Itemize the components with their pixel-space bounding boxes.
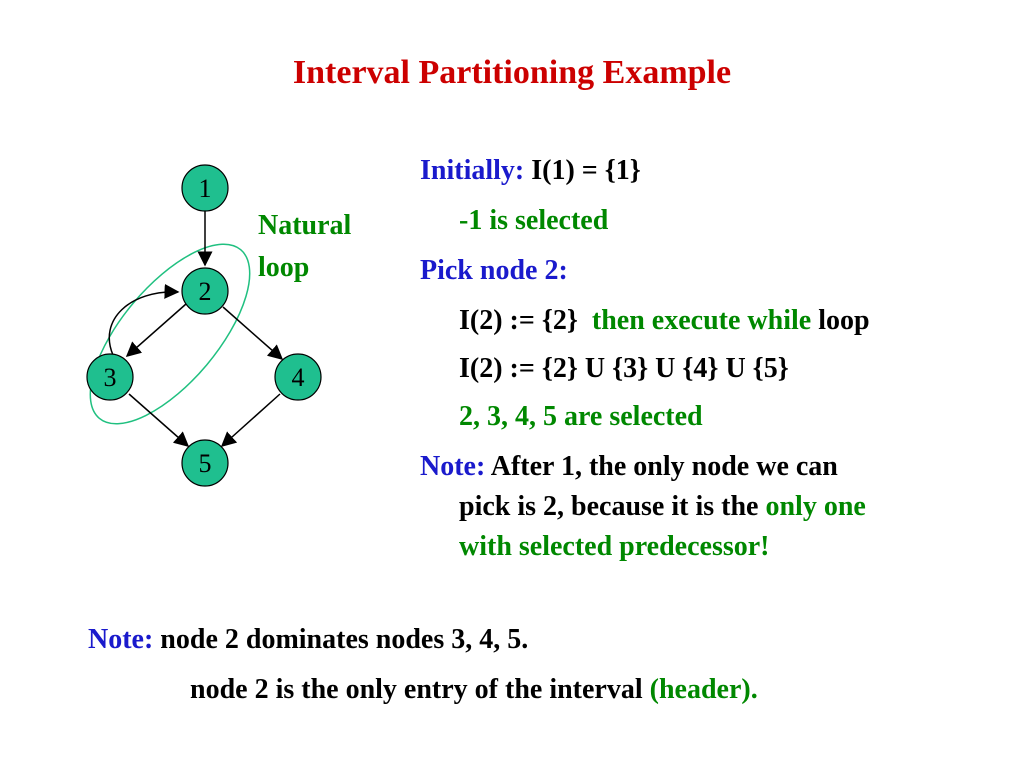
node-2: 2 (181, 267, 229, 315)
loop-label-line-2: loop (258, 252, 310, 283)
svg-text:3: 3 (104, 363, 117, 392)
node-3: 3 (86, 353, 134, 401)
line-selected-nodes: 2, 3, 4, 5 are selected (459, 401, 703, 432)
edge-3-5 (128, 393, 190, 447)
loop-label-line-1: Natural (258, 210, 352, 241)
node-4: 4 (274, 353, 322, 401)
loop-word: loop (811, 305, 870, 336)
line-note-2: pick is 2, because it is the only one (459, 491, 866, 523)
natural-loop-label: Natural loop (258, 205, 351, 289)
line-i2-assign: I(2) := {2} then execute while loop (459, 305, 870, 337)
line-bottom-note: Note: node 2 dominates nodes 3, 4, 5. (88, 624, 528, 656)
bottom-note-label: Note: (88, 624, 154, 655)
bottom-note-2-text: node 2 is the only entry of the interval (190, 674, 650, 705)
note-label-1: Note: (420, 451, 486, 482)
header-text: (header). (649, 674, 758, 705)
svg-text:1: 1 (199, 174, 212, 203)
line-bottom-note-2: node 2 is the only entry of the interval… (190, 674, 758, 706)
svg-text:2: 2 (199, 277, 212, 306)
slide-title: Interval Partitioning Example (292, 54, 732, 91)
node-5: 5 (181, 439, 229, 487)
natural-loop-outline (89, 243, 251, 425)
line-pick-node: Pick node 2: (420, 255, 568, 286)
note-2-text: pick is 2, because it is the (459, 491, 766, 522)
line-1-selected: -1 is selected (459, 205, 609, 236)
line-note-1: Note: After 1, the only node we can (420, 451, 838, 483)
edge-2-3 (125, 303, 187, 357)
i2-assign-text: I(2) := {2} (459, 305, 578, 336)
only-one-text: only one (765, 491, 866, 522)
initially-value: I(1) = {1} (524, 155, 641, 186)
svg-text:5: 5 (199, 449, 212, 478)
edge-4-5 (220, 393, 281, 448)
node-1: 1 (181, 164, 229, 212)
edge-2-4 (222, 306, 284, 360)
then-execute-text: then execute while (591, 305, 812, 336)
edge-3-2 (108, 283, 180, 356)
line-note-3: with selected predecessor! (459, 531, 770, 562)
initially-label: Initially: (420, 155, 525, 186)
bottom-note-text: node 2 dominates nodes 3, 4, 5. (153, 624, 529, 655)
line-initially: Initially: I(1) = {1} (420, 155, 641, 187)
note-1-text: After 1, the only node we can (485, 451, 838, 482)
line-i2-union: I(2) := {2} U {3} U {4} U {5} (459, 353, 789, 384)
svg-text:4: 4 (292, 363, 305, 392)
